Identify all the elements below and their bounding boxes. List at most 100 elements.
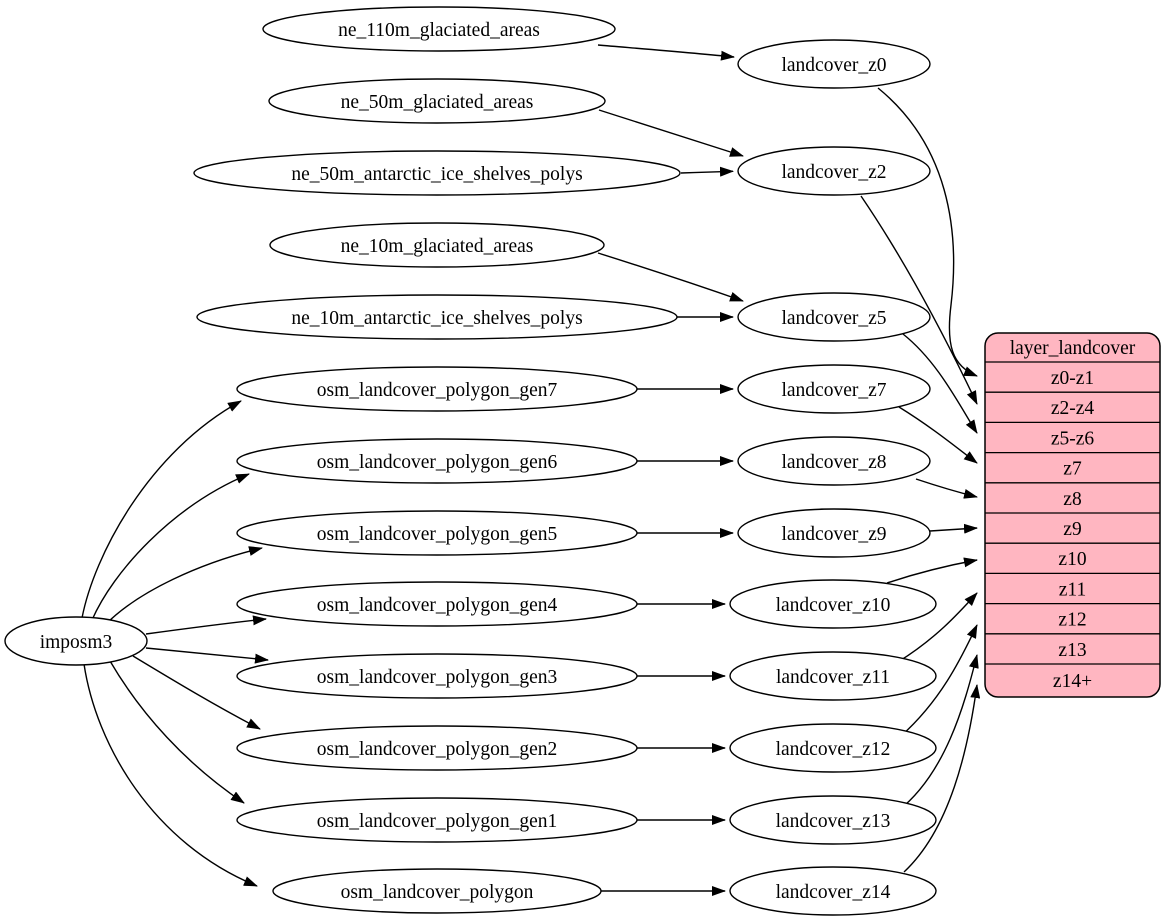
node-osm_landcover_polygon_gen6: osm_landcover_polygon_gen6 xyxy=(236,438,638,484)
view-ellipse xyxy=(737,39,931,89)
source-ellipse xyxy=(193,150,681,196)
node-ne_110m_glaciated_areas: ne_110m_glaciated_areas xyxy=(262,6,616,52)
source-label: osm_landcover_polygon_gen5 xyxy=(317,524,557,545)
view-ellipse xyxy=(737,508,931,558)
edge-landcover_z8-layer_z8 xyxy=(915,478,978,499)
source-label: osm_landcover_polygon xyxy=(341,882,534,903)
edge-landcover_z13-layer_z13 xyxy=(897,654,979,812)
node-osm_landcover_polygon_gen1: osm_landcover_polygon_gen1 xyxy=(236,797,638,843)
source-ellipse xyxy=(236,725,638,771)
node-ne_50m_glaciated_areas: ne_50m_glaciated_areas xyxy=(268,78,606,124)
source-label: ne_50m_glaciated_areas xyxy=(341,92,534,113)
edge-landcover_z7-layer_z7 xyxy=(898,406,978,464)
edge-imposm3-osm_landcover_polygon_gen5 xyxy=(105,546,263,625)
layer-table-title: layer_landcover xyxy=(1010,338,1136,359)
source-label: osm_landcover_polygon_gen2 xyxy=(317,739,557,760)
view-ellipse xyxy=(729,866,937,916)
layer-row-z9: z9 xyxy=(1063,519,1081,540)
layer-table-background xyxy=(984,332,1161,698)
source-ellipse xyxy=(236,510,638,556)
node-ne_10m_antarctic_ice_shelves_polys: ne_10m_antarctic_ice_shelves_polys xyxy=(196,294,678,340)
source-ellipse xyxy=(196,294,678,340)
node-layer_landcover: layer_landcover z0-z1 z2-z4 z5-z6 z7 z8 … xyxy=(984,332,1161,698)
edge-imposm3-osm_landcover_polygon_gen1 xyxy=(109,660,245,804)
source-ellipse xyxy=(236,581,638,627)
source-label: ne_10m_glaciated_areas xyxy=(341,236,534,257)
edge-imposm3-osm_landcover_polygon xyxy=(83,663,258,887)
layer-row-z10: z10 xyxy=(1058,549,1086,570)
edge-ne_10m_glaciated_areas-landcover_z5 xyxy=(597,252,744,302)
source-ellipse xyxy=(236,366,638,412)
layer-row-z13: z13 xyxy=(1058,640,1086,661)
node-osm_landcover_polygon_gen7: osm_landcover_polygon_gen7 xyxy=(236,366,638,412)
layer-row-z2-z4: z2-z4 xyxy=(1051,398,1095,419)
layer-row-z14plus: z14+ xyxy=(1053,671,1092,692)
view-label: landcover_z8 xyxy=(781,452,886,473)
edge-landcover_z10-layer_z10 xyxy=(886,557,978,584)
view-ellipse xyxy=(737,436,931,486)
source-label: ne_10m_antarctic_ice_shelves_polys xyxy=(291,308,582,329)
node-landcover_z10: landcover_z10 xyxy=(729,579,937,629)
view-label: landcover_z9 xyxy=(781,524,886,545)
view-label: landcover_z12 xyxy=(776,739,891,760)
view-ellipse xyxy=(737,364,931,414)
node-imposm3: imposm3 xyxy=(4,616,148,666)
node-landcover_z0: landcover_z0 xyxy=(737,39,931,89)
source-ellipse xyxy=(268,78,606,124)
edge-imposm3-osm_landcover_polygon_gen7 xyxy=(81,400,242,619)
layer-row-z5-z6: z5-z6 xyxy=(1051,428,1095,449)
layer-row-z11: z11 xyxy=(1059,579,1086,600)
edge-imposm3-osm_landcover_polygon_gen2 xyxy=(132,655,261,730)
node-landcover_z5: landcover_z5 xyxy=(737,292,931,342)
view-ellipse xyxy=(737,146,931,196)
view-label: landcover_z2 xyxy=(781,162,886,183)
source-label: ne_110m_glaciated_areas xyxy=(338,20,540,41)
node-osm_landcover_polygon_gen3: osm_landcover_polygon_gen3 xyxy=(236,653,638,699)
edge-layer xyxy=(81,44,981,897)
node-osm_landcover_polygon_gen5: osm_landcover_polygon_gen5 xyxy=(236,510,638,556)
node-landcover_z8: landcover_z8 xyxy=(737,436,931,486)
view-ellipse xyxy=(729,723,937,773)
view-ellipse xyxy=(729,795,937,845)
edge-imposm3-osm_landcover_polygon_gen6 xyxy=(91,473,250,621)
edge-landcover_z12-layer_z12 xyxy=(900,624,978,737)
node-ne_50m_antarctic_ice_shelves_polys: ne_50m_antarctic_ice_shelves_polys xyxy=(193,150,681,196)
node-landcover_z2: landcover_z2 xyxy=(737,146,931,196)
node-ne_10m_glaciated_areas: ne_10m_glaciated_areas xyxy=(269,222,605,268)
source-ellipse xyxy=(269,222,605,268)
view-ellipse xyxy=(729,579,937,629)
node-osm_landcover_polygon: osm_landcover_polygon xyxy=(272,868,602,914)
edge-landcover_z5-layer_z5-z6 xyxy=(902,333,978,434)
source-label: osm_landcover_polygon_gen1 xyxy=(317,811,557,832)
edge-ne_50m_antarctic_ice_shelves_polys-landcover_z2 xyxy=(680,166,734,177)
edge-landcover_z0-layer_z0-z1 xyxy=(877,87,978,377)
source-label: osm_landcover_polygon_gen3 xyxy=(317,667,557,688)
node-osm_landcover_polygon_gen4: osm_landcover_polygon_gen4 xyxy=(236,581,638,627)
layer-row-z12: z12 xyxy=(1058,610,1086,631)
edge-landcover_z9-layer_z9 xyxy=(929,523,978,534)
view-label: landcover_z5 xyxy=(781,308,886,329)
view-ellipse xyxy=(729,651,937,701)
source-ellipse xyxy=(236,797,638,843)
edge-ne_50m_glaciated_areas-landcover_z2 xyxy=(598,109,744,157)
edge-landcover_z14-layer_z14plus xyxy=(903,684,981,873)
source-ellipse xyxy=(262,6,616,52)
source-label: osm_landcover_polygon_gen7 xyxy=(317,380,558,401)
source-label: osm_landcover_polygon_gen6 xyxy=(317,452,558,473)
view-label: landcover_z13 xyxy=(776,811,891,832)
edge-imposm3-osm_landcover_polygon_gen4 xyxy=(145,615,267,635)
edge-imposm3-osm_landcover_polygon_gen3 xyxy=(145,647,269,664)
source-ellipse xyxy=(236,438,638,484)
view-label: landcover_z10 xyxy=(776,595,891,616)
edge-landcover_z2-layer_z2-z4 xyxy=(860,195,978,405)
node-landcover_z11: landcover_z11 xyxy=(729,651,937,701)
edge-landcover_z11-layer_z11 xyxy=(897,592,978,663)
view-ellipse xyxy=(737,292,931,342)
source-ellipse xyxy=(236,653,638,699)
view-label: landcover_z7 xyxy=(781,380,886,401)
node-landcover_z13: landcover_z13 xyxy=(729,795,937,845)
layer-row-z7: z7 xyxy=(1063,459,1082,480)
layer-row-z8: z8 xyxy=(1063,489,1081,510)
